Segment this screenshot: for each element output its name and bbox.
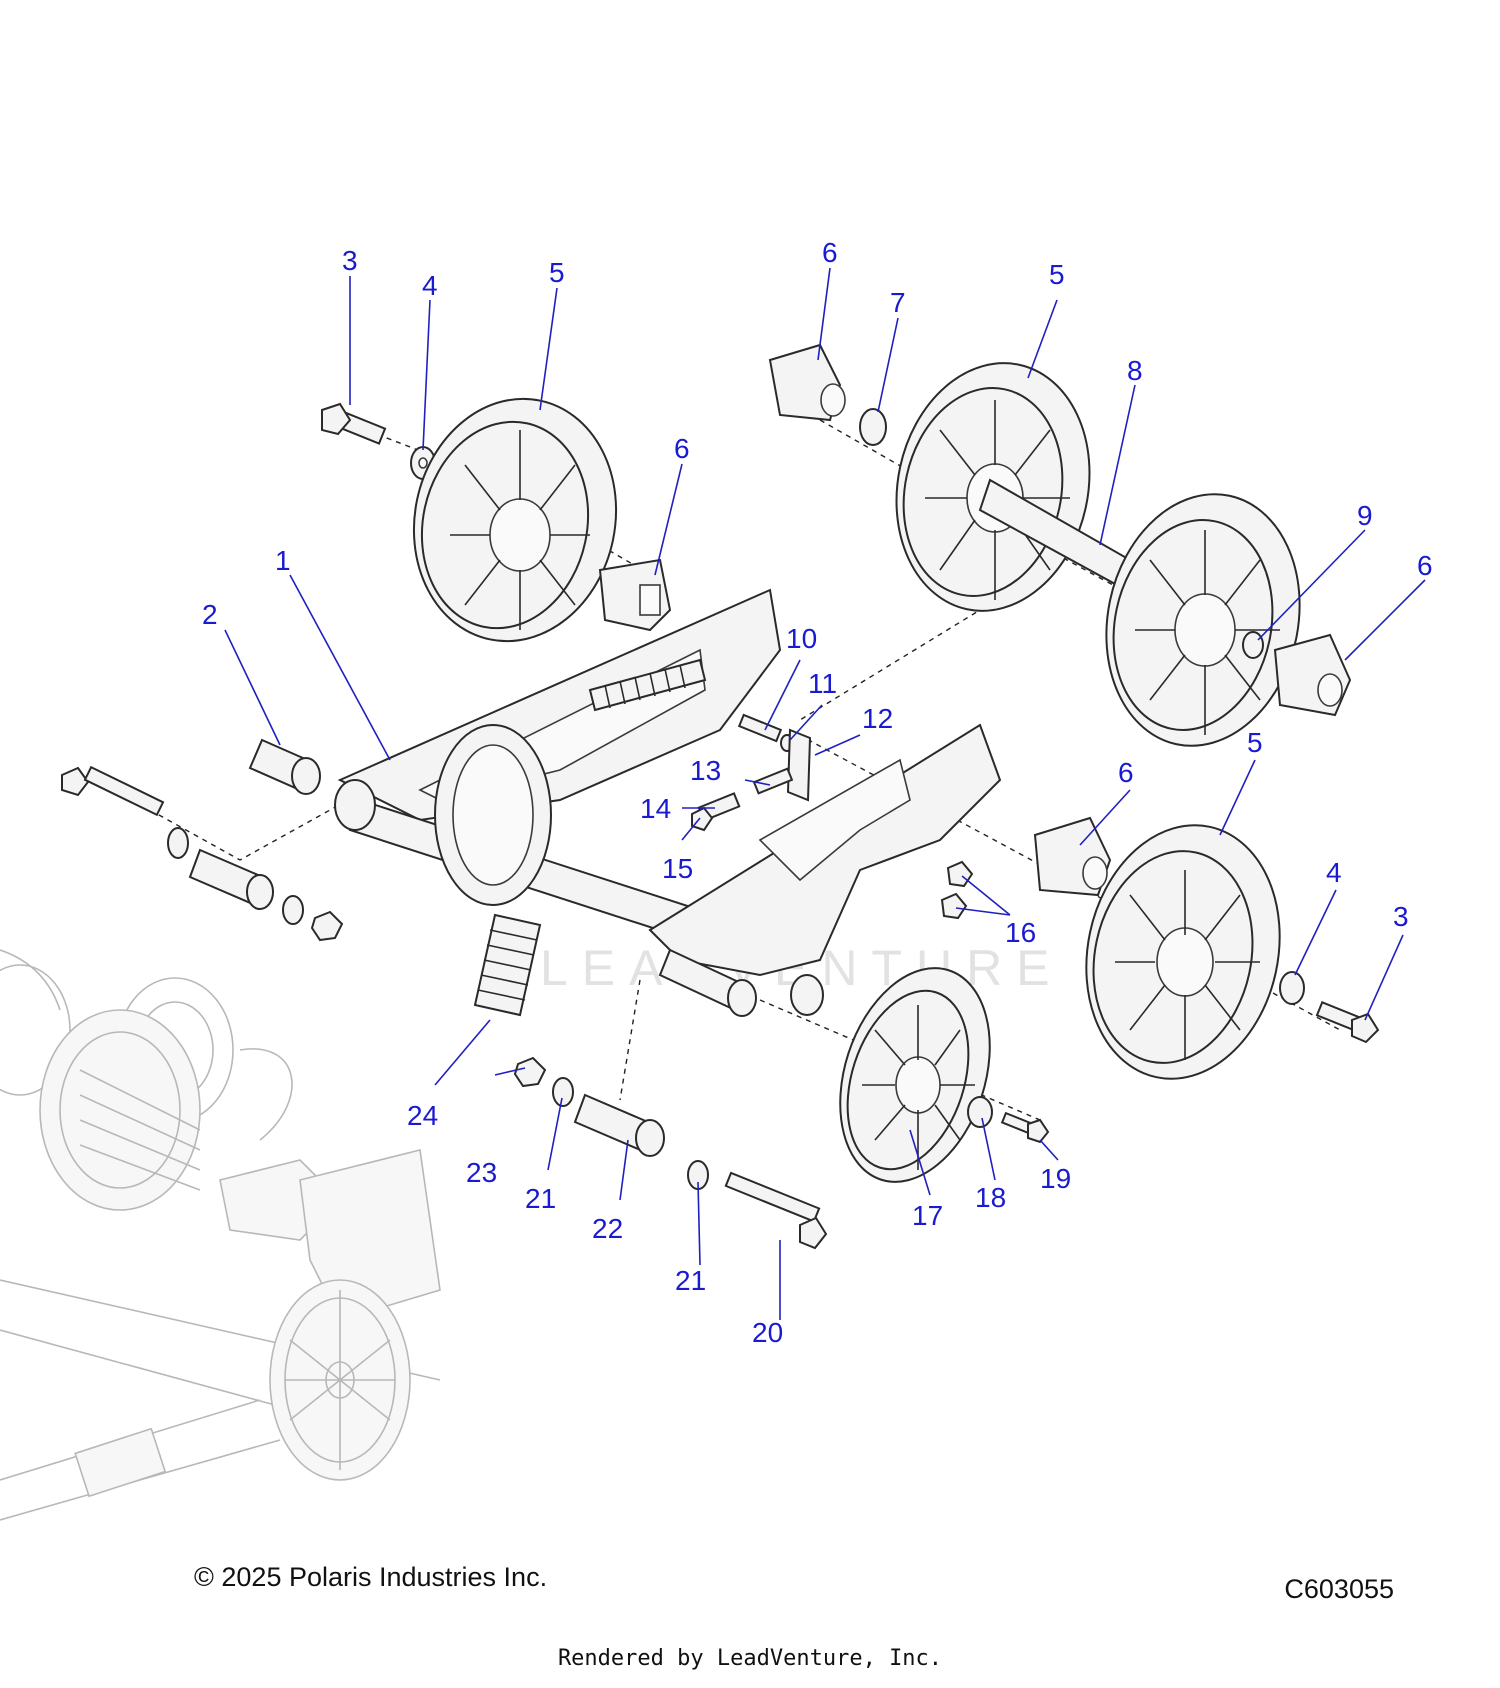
callout-leaders: [224, 267, 1426, 1320]
nut-part-23: [513, 1056, 547, 1088]
adjuster-part-13: [752, 767, 794, 795]
idler-wheel-inner: [434, 724, 552, 906]
callout-22: 22: [592, 1213, 623, 1244]
callout-7: 7: [890, 287, 906, 318]
washer-part-21-upper: [552, 1077, 574, 1107]
bearing-block-part-6-lower: [1033, 816, 1112, 897]
bushing-left: [188, 848, 274, 910]
callout-3-upper: 3: [342, 245, 358, 276]
callout-2: 2: [202, 599, 218, 630]
callout-6-right: 6: [1417, 550, 1433, 581]
callout-12: 12: [862, 703, 893, 734]
callout-8: 8: [1127, 355, 1143, 386]
callout-19: 19: [1040, 1163, 1071, 1194]
idler-wheel-part-5-lower-right: [1085, 824, 1281, 1080]
idler-wheel-part-5-axle-right: [1105, 493, 1301, 747]
callout-18: 18: [975, 1182, 1006, 1213]
figure-id: C603055: [1284, 1574, 1394, 1604]
callout-4-lower: 4: [1326, 857, 1342, 888]
callout-labels: 3 4 5 6 6 7 5 8 9 6 1 2 10 11 12 13 14 1…: [202, 237, 1433, 1348]
callout-15: 15: [662, 853, 693, 884]
bolt-left: [61, 765, 165, 817]
callout-17: 17: [912, 1200, 943, 1231]
callout-21-lower: 21: [675, 1265, 706, 1296]
callout-13: 13: [690, 755, 721, 786]
copyright-text: © 2025 Polaris Industries Inc.: [194, 1562, 548, 1592]
callout-21-upper: 21: [525, 1183, 556, 1214]
nut-part-15: [691, 806, 714, 832]
render-credit: Rendered by LeadVenture, Inc.: [557, 1646, 943, 1671]
bushing-part-22: [573, 1093, 665, 1157]
callout-20: 20: [752, 1317, 783, 1348]
callout-11: 11: [808, 668, 837, 699]
spring-part-24: [473, 913, 542, 1017]
callout-1: 1: [275, 545, 291, 576]
callout-14: 14: [640, 793, 671, 824]
bolt-part-19: [1000, 1111, 1050, 1144]
callout-6-lower: 6: [1118, 757, 1134, 788]
spacer-part-9: [1242, 631, 1264, 659]
bushing-part-2: [248, 738, 321, 795]
callout-9: 9: [1357, 500, 1373, 531]
pin-part-10: [737, 713, 783, 743]
spring-assembly: [588, 658, 707, 712]
callout-16: 16: [1005, 917, 1036, 948]
washer-left: [167, 827, 189, 859]
bolt-part-20: [724, 1171, 828, 1250]
callout-24: 24: [407, 1100, 438, 1131]
callout-23: 23: [466, 1157, 497, 1188]
callout-5-lower-right: 5: [1247, 727, 1263, 758]
washer-part-4-lower: [1279, 971, 1305, 1005]
callout-3-lower: 3: [1393, 901, 1409, 932]
callout-5-upper-left: 5: [549, 257, 565, 288]
background-suspension-assembly: [0, 949, 441, 1521]
nut-part-16-upper: [946, 860, 974, 888]
bolt-part-3-lower: [1315, 1000, 1380, 1044]
callout-10: 10: [786, 623, 817, 654]
axis-line-bottom: [619, 979, 641, 1101]
callout-6-top: 6: [822, 237, 838, 268]
nut-part-16-lower: [940, 892, 968, 920]
ring-part-7: [859, 408, 887, 446]
callout-4-upper: 4: [422, 270, 438, 301]
idler-wheel-part-17: [839, 967, 991, 1183]
bolt-part-3-upper: [321, 402, 387, 445]
callout-5-upper-right: 5: [1049, 259, 1065, 290]
bearing-block-part-6-right: [1273, 633, 1352, 717]
bearing-block-part-6-upper: [598, 558, 672, 632]
rail-arm-right: [648, 723, 1002, 1017]
plate-part-12: [786, 728, 812, 802]
callout-6-upper: 6: [674, 433, 690, 464]
nut-left: [310, 910, 344, 942]
idler-wheel-part-5-upper-left: [412, 397, 618, 643]
washer-left-2: [282, 895, 304, 925]
washer-part-18: [967, 1096, 993, 1128]
bearing-block-part-6-top: [768, 343, 846, 422]
